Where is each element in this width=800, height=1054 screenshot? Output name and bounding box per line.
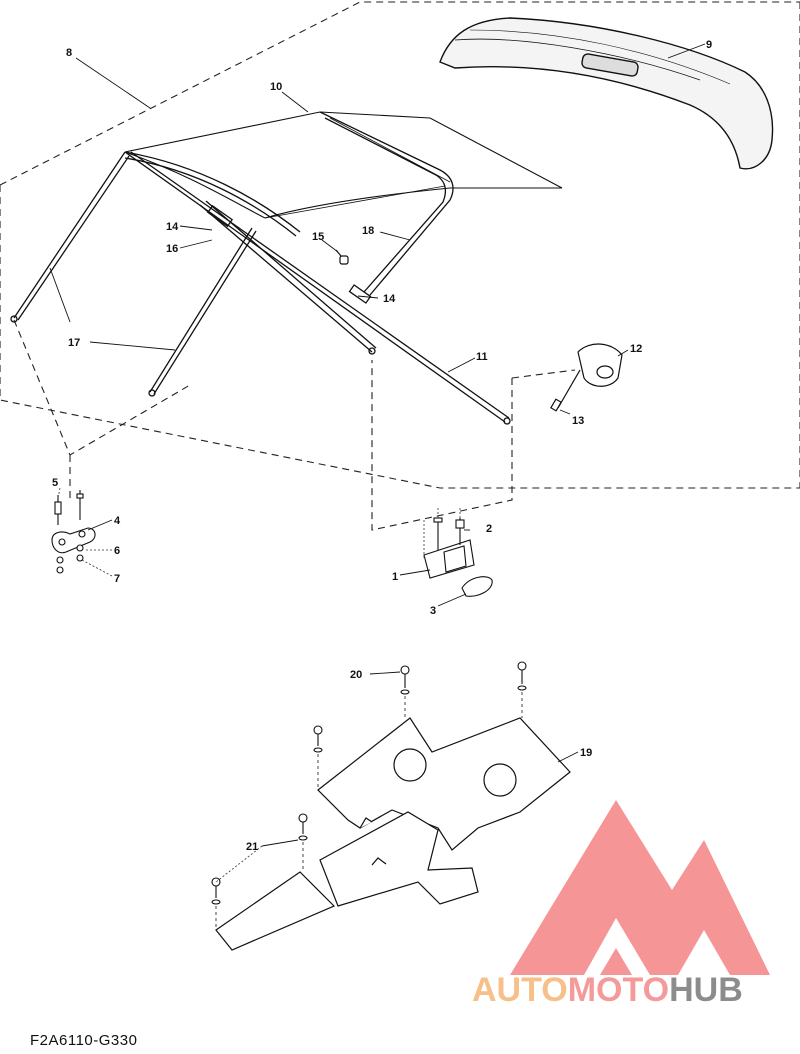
watermark-triangle xyxy=(510,800,770,975)
watermark-moto: MOTO xyxy=(567,971,670,1009)
drawing-code: F2A6110-G330 xyxy=(30,1032,138,1049)
callout-17: 17 xyxy=(68,337,80,349)
callout-14-lower: 14 xyxy=(383,293,396,305)
callout-11: 11 xyxy=(476,351,488,363)
visor-part xyxy=(439,17,774,170)
callout-13: 13 xyxy=(572,415,584,427)
callout-6: 6 xyxy=(114,545,120,557)
dashed-boundary xyxy=(0,1,800,531)
watermark-hub: HUB xyxy=(669,971,743,1009)
callout-10: 10 xyxy=(270,81,282,93)
callout-19: 19 xyxy=(580,747,592,759)
left-mount xyxy=(51,490,96,574)
callout-15: 15 xyxy=(312,231,324,243)
callout-18: 18 xyxy=(362,225,374,237)
leader-lines xyxy=(49,43,706,847)
rear-bracket xyxy=(550,343,623,412)
callout-7: 7 xyxy=(114,573,120,585)
callout-12: 12 xyxy=(630,343,642,355)
callout-4: 4 xyxy=(114,515,121,527)
fastener-dashes xyxy=(215,692,523,930)
callout-20: 20 xyxy=(350,669,362,681)
cover-part xyxy=(317,717,571,851)
callout-8: 8 xyxy=(66,47,72,59)
callout-9: 9 xyxy=(706,39,712,51)
callout-14-upper: 14 xyxy=(166,221,179,233)
callout-1: 1 xyxy=(392,571,398,583)
fasteners xyxy=(211,661,527,905)
watermark-text: AUTOMOTOHUB xyxy=(472,971,743,1010)
watermark-auto: AUTO xyxy=(472,971,568,1009)
callout-16: 16 xyxy=(166,243,178,255)
callouts: 8 9 10 14 16 15 18 14 17 11 12 13 5 4 6 … xyxy=(52,39,712,853)
callout-5: 5 xyxy=(52,477,58,489)
side-panels xyxy=(215,811,479,951)
bimini-frame xyxy=(10,111,511,425)
callout-3: 3 xyxy=(430,605,436,617)
watermark-logo xyxy=(510,800,770,975)
callout-21: 21 xyxy=(246,841,258,853)
right-mount xyxy=(423,517,493,597)
leader-dots xyxy=(57,487,461,883)
callout-2: 2 xyxy=(486,523,492,535)
